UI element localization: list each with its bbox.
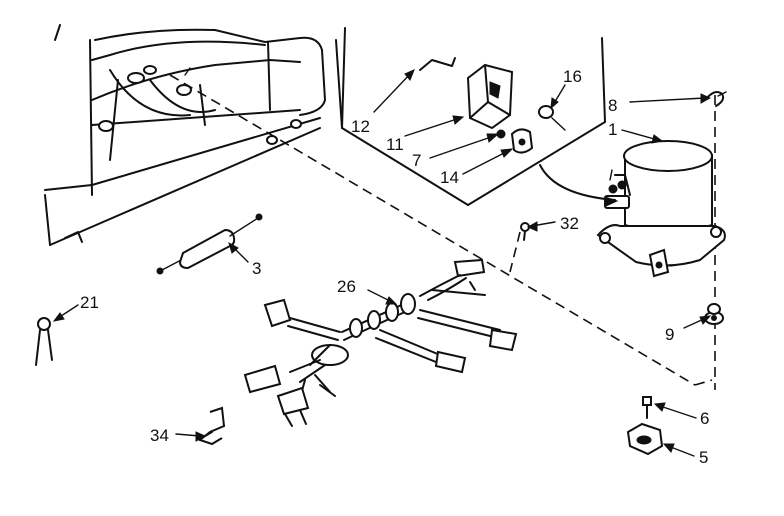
callout-labels: 12 11 16 7 14 8 1 32 3 21 26 9 6 5 34 — [80, 67, 709, 467]
callout-9: 9 — [665, 325, 674, 344]
part-16-cap — [538, 105, 566, 131]
part-14-overload — [496, 128, 534, 154]
cabinet-base — [44, 24, 326, 246]
callout-26: 26 — [337, 277, 356, 296]
part-9-grommet — [704, 303, 724, 325]
callout-21: 21 — [80, 293, 99, 312]
part-11-relay-box — [466, 63, 514, 130]
callout-34: 34 — [150, 426, 169, 445]
callout-7: 7 — [412, 151, 421, 170]
cabinet-rear-wall — [335, 27, 606, 206]
callout-5: 5 — [699, 448, 708, 467]
part-26-harness — [243, 258, 518, 427]
callout-32: 32 — [560, 214, 579, 233]
callout-12: 12 — [351, 117, 370, 136]
callout-14: 14 — [440, 168, 459, 187]
part-1-compressor — [539, 140, 726, 278]
callout-6: 6 — [700, 409, 709, 428]
part-32-screw — [520, 222, 530, 241]
callout-11: 11 — [386, 135, 404, 154]
part-3-drier — [156, 213, 263, 275]
callout-16: 16 — [563, 67, 582, 86]
leader-lines — [52, 69, 712, 457]
callout-3: 3 — [252, 259, 261, 278]
part-21-clip — [35, 317, 53, 366]
part-34-bracket — [197, 406, 226, 446]
part-6-screw — [642, 396, 652, 419]
part-12-bracket — [419, 57, 456, 71]
part-5-bracket — [626, 422, 664, 456]
part-8-clip — [704, 91, 727, 107]
callout-8: 8 — [608, 96, 617, 115]
callout-1: 1 — [608, 120, 617, 139]
